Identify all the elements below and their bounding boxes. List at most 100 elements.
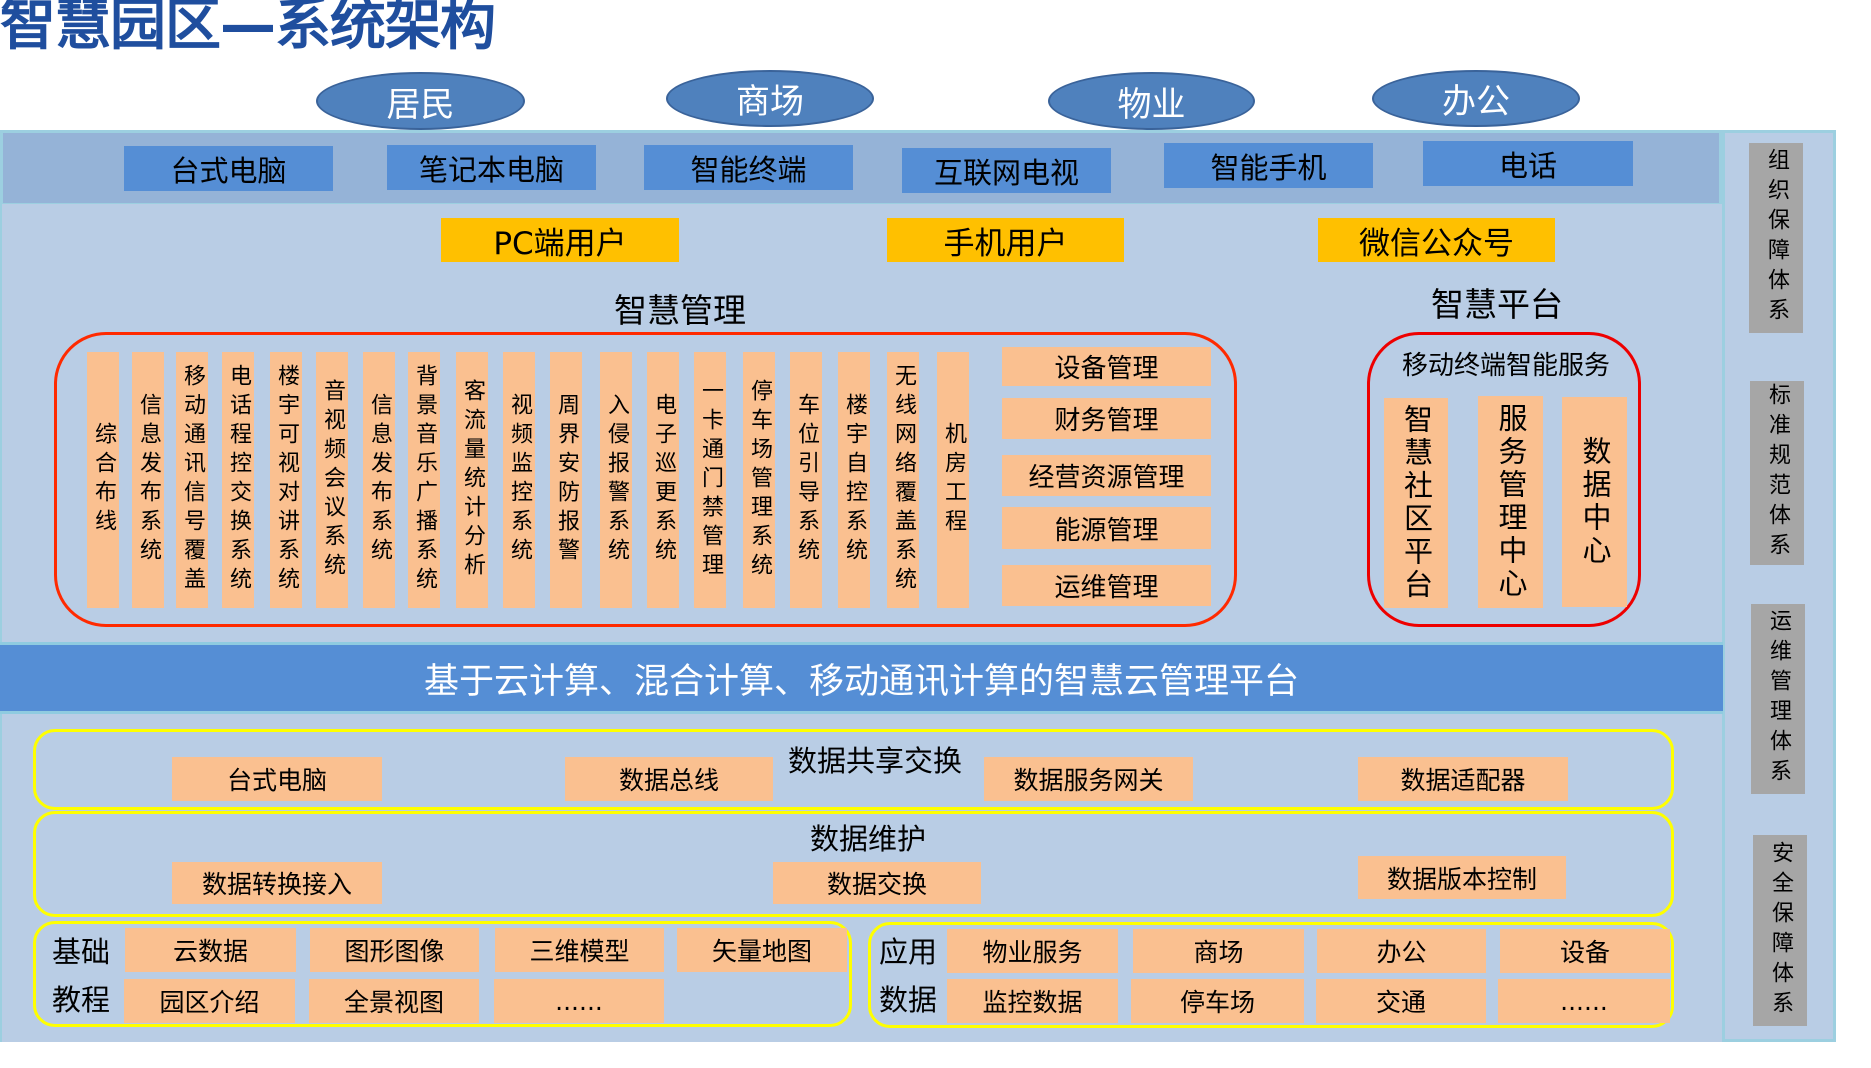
management-system-label: 楼宇可视对讲系统 [274, 364, 299, 596]
user-channel-box: 手机用户 [887, 218, 1124, 262]
basic-tutorial-group [33, 921, 852, 1027]
management-system-label: 周界安防报警 [554, 393, 579, 567]
support-system-label: 安全保障体系 [1768, 840, 1793, 1021]
management-system: 车位引导系统 [790, 352, 822, 608]
management-system: 停车场管理系统 [743, 352, 775, 608]
management-system-label: 无线网络覆盖系统 [891, 364, 916, 596]
management-system: 电话程控交换系统 [222, 352, 254, 608]
device-box-label: 互联网电视 [933, 155, 1079, 190]
audience-ellipse-label: 居民 [386, 84, 455, 125]
basic-tutorial-item-label: 矢量地图 [711, 937, 812, 966]
management-system: 入侵报警系统 [600, 352, 632, 608]
user-channel-box-label: 微信公众号 [1359, 225, 1514, 262]
management-system-label: 楼宇自控系统 [842, 393, 867, 567]
data-sharing-item-label: 数据服务网关 [1013, 766, 1164, 795]
management-heading: 智慧管理 [614, 291, 746, 330]
data-sharing-item-label: 数据适配器 [1400, 766, 1526, 795]
data-maintenance-item: 数据转换接入 [172, 862, 382, 904]
app-data-item-label: 物业服务 [982, 938, 1083, 967]
data-maintenance-item-label: 数据转换接入 [201, 870, 352, 899]
management-system: 无线网络覆盖系统 [887, 352, 919, 608]
device-box: 笔记本电脑 [387, 145, 596, 190]
app-data-item-label: 商场 [1193, 938, 1244, 967]
app-data-item: 设备 [1500, 929, 1670, 973]
data-sharing-item: 数据总线 [565, 757, 773, 801]
basic-tutorial-item: 全景视图 [309, 979, 479, 1023]
support-system-label: 标准规范体系 [1765, 383, 1790, 563]
basic-tutorial-item-label: 园区介绍 [159, 988, 260, 1017]
audience-ellipse-label: 商场 [736, 82, 804, 122]
management-system: 信息发布系统 [363, 352, 395, 608]
data-maintenance-item: 数据版本控制 [1358, 856, 1566, 899]
management-function: 经营资源管理 [1002, 455, 1211, 496]
management-system-label: 停车场管理系统 [747, 378, 772, 582]
management-function-label: 运维管理 [1054, 573, 1159, 603]
data-sharing-title: 数据共享交换 [787, 744, 962, 778]
management-group [54, 332, 1237, 627]
basic-tutorial-item: 云数据 [125, 928, 296, 972]
management-function-label: 能源管理 [1054, 515, 1159, 546]
app-data-item: 物业服务 [947, 929, 1118, 973]
data-sharing-item-label: 台式电脑 [226, 766, 327, 795]
management-system-label: 车位引导系统 [794, 393, 819, 567]
management-function: 能源管理 [1002, 507, 1211, 549]
page-title: 智慧园区—系统架构 [0, 0, 496, 58]
audience-ellipse: 物业 [1048, 72, 1255, 130]
support-system-label: 组织保障体系 [1764, 148, 1789, 328]
app-data-item: 停车场 [1131, 979, 1304, 1023]
basic-tutorial-item-label: 云数据 [172, 937, 248, 966]
app-data-item-label: 设备 [1559, 938, 1610, 967]
management-system-label: 入侵报警系统 [604, 393, 629, 567]
basic-tutorial-item: 矢量地图 [677, 928, 847, 972]
audience-ellipse: 居民 [316, 72, 525, 130]
management-system-label: 综合布线 [91, 422, 116, 538]
management-function-label: 财务管理 [1054, 406, 1159, 436]
management-function: 运维管理 [1002, 565, 1211, 606]
device-box: 电话 [1423, 141, 1633, 186]
management-system-label: 客流量统计分析 [460, 378, 485, 582]
data-sharing-item-label: 数据总线 [618, 766, 719, 795]
user-channel-box-label: PC端用户 [493, 225, 627, 262]
platform-module-label: 智慧社区平台 [1399, 404, 1434, 602]
data-sharing-group [33, 729, 1674, 810]
cloud-platform-banner: 基于云计算、混合计算、移动通讯计算的智慧云管理平台 [0, 642, 1723, 714]
management-system: 背景音乐广播系统 [408, 352, 440, 608]
basic-tutorial-item-label: 图形图像 [344, 937, 445, 966]
device-box: 智能手机 [1164, 143, 1373, 188]
app-data-item: 监控数据 [947, 979, 1118, 1023]
support-system-label: 运维管理体系 [1766, 609, 1791, 789]
management-system: 周界安防报警 [550, 352, 582, 608]
device-box: 互联网电视 [902, 148, 1111, 193]
data-maintenance-item-label: 数据版本控制 [1386, 864, 1537, 894]
management-system: 音视频会议系统 [316, 352, 348, 608]
basic-tutorial-item: 图形图像 [310, 928, 479, 972]
management-system-label: 背景音乐广播系统 [412, 364, 437, 596]
support-system: 标准规范体系 [1750, 381, 1804, 565]
data-maintenance-item: 数据交换 [773, 862, 981, 904]
data-maintenance-item-label: 数据交换 [826, 870, 927, 899]
management-system-label: 电子巡更系统 [651, 393, 676, 567]
platform-module: 数据中心 [1562, 397, 1627, 607]
platform-module-label: 服务管理中心 [1494, 403, 1528, 601]
app-data-label: 应用数据 [879, 935, 938, 1017]
app-data-item-label: 交通 [1375, 988, 1426, 1017]
platform-module-label: 数据中心 [1578, 436, 1612, 568]
data-sharing-item: 数据服务网关 [984, 757, 1193, 801]
management-system-label: 电话程控交换系统 [226, 364, 251, 596]
data-sharing-item: 台式电脑 [172, 757, 382, 801]
management-system-label: 音视频会议系统 [320, 378, 345, 582]
management-system: 楼宇可视对讲系统 [270, 352, 302, 608]
data-maintenance-title: 数据维护 [809, 822, 926, 856]
app-data-item-label: 停车场 [1179, 988, 1255, 1017]
management-system: 客流量统计分析 [456, 352, 488, 608]
basic-tutorial-item: 三维模型 [495, 928, 664, 972]
basic-tutorial-item: ...... [494, 979, 664, 1023]
basic-tutorial-label: 基础教程 [52, 935, 111, 1017]
management-system-label: 机房工程 [941, 422, 966, 538]
app-data-group [868, 922, 1674, 1028]
management-system-label: 一卡通门禁管理 [698, 378, 723, 582]
platform-module: 智慧社区平台 [1384, 398, 1448, 608]
platform-group [1367, 332, 1641, 627]
management-system: 楼宇自控系统 [838, 352, 870, 608]
management-system: 综合布线 [87, 352, 119, 608]
